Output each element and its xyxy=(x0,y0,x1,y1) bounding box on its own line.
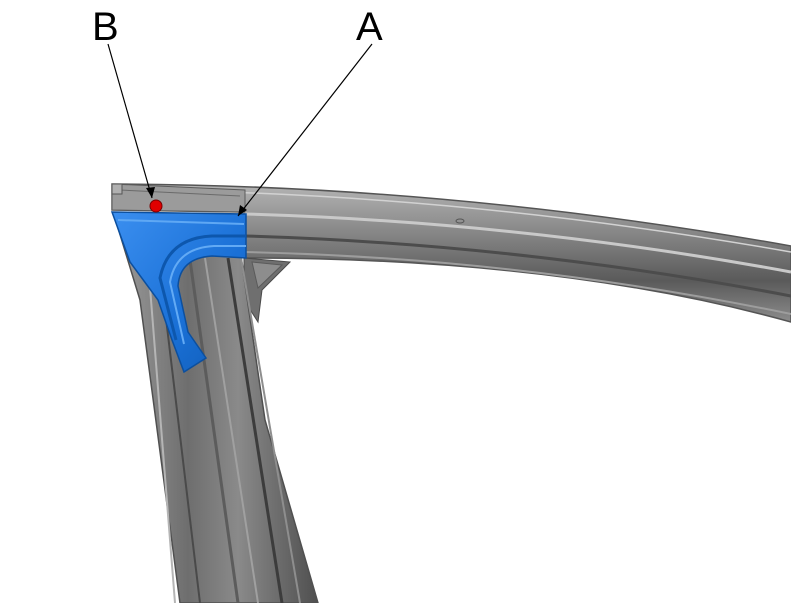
corner-gusset xyxy=(243,257,292,324)
red-weld-point-marker xyxy=(149,199,163,213)
leader-line-b xyxy=(107,43,153,199)
top-flange xyxy=(111,183,246,213)
leader-line-a xyxy=(237,43,373,217)
leader-arrow-a xyxy=(238,205,247,216)
callout-label-b: B xyxy=(92,5,119,49)
callout-label-a: A xyxy=(356,5,383,49)
blue-repair-section xyxy=(110,211,247,374)
leader-arrow-b xyxy=(146,187,155,198)
